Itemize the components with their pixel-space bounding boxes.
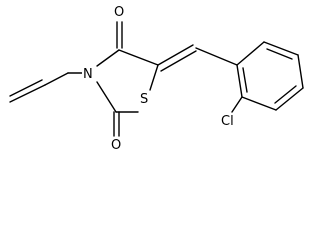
bond-c2-n — [96, 81, 117, 113]
atom-label-o-top: O — [114, 4, 125, 20]
bond-c4-c5 — [118, 49, 159, 66]
bond-c5-ch-1 — [157, 44, 194, 66]
carbonyl-bottom — [113, 111, 120, 137]
atom-cl: Cl — [221, 114, 234, 129]
bond-benz-inner-2 — [274, 85, 297, 104]
bond-benz-inner-1 — [266, 48, 293, 60]
bond-benz-4 — [275, 87, 304, 111]
bond-benz-inner-3 — [242, 67, 248, 93]
bond-c5-ch-2 — [160, 50, 197, 72]
atom-label-n: N — [82, 66, 94, 82]
bond-allyl-double-2 — [9, 79, 43, 97]
bond-benz-3 — [297, 54, 304, 89]
atom-label-o-bottom: O — [111, 137, 122, 153]
allyl-group — [9, 72, 83, 103]
methylidene-bridge — [157, 44, 238, 72]
bond-benz-6 — [236, 64, 243, 98]
benzene-ring — [231, 41, 304, 113]
bond-n-c4 — [96, 49, 120, 67]
bond-benz-5 — [241, 96, 277, 111]
thiazolidinedione-ring — [96, 49, 159, 113]
atom-s: S — [140, 92, 148, 107]
bond-allyl-single-1 — [44, 72, 69, 86]
atom-label-s: S — [140, 91, 150, 107]
molecule-diagram: O N S O Cl — [9, 4, 304, 153]
bond-benz-1 — [236, 41, 265, 66]
bond-c5-s — [149, 64, 159, 91]
bond-ch-ring — [195, 47, 238, 66]
atom-label-cl: Cl — [221, 113, 237, 129]
atom-n: N — [83, 67, 93, 82]
bond-c-cl — [231, 96, 243, 113]
carbonyl-top — [116, 21, 123, 49]
atom-o-top: O — [114, 5, 124, 20]
bond-benz-2 — [263, 41, 299, 56]
bond-allyl-double-1 — [9, 84, 46, 103]
atom-o-bottom: O — [111, 138, 121, 153]
